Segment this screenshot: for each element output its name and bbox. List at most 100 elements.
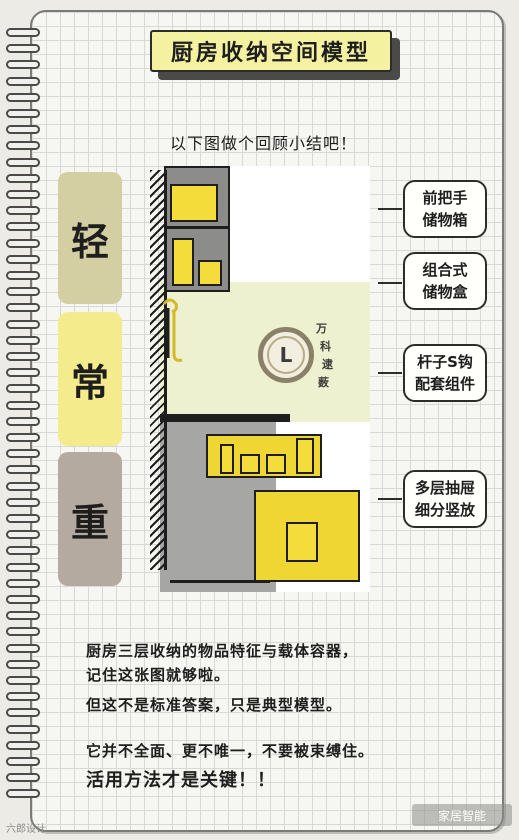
callout-pointer-3 xyxy=(378,372,402,374)
spiral-ring xyxy=(6,92,40,102)
callout-drawer: 多层抽屉 细分竖放 xyxy=(403,470,487,528)
spiral-ring xyxy=(6,562,40,572)
title-banner: 厨房收纳空间模型 xyxy=(150,30,402,82)
spiral-ring xyxy=(6,271,40,280)
spiral-ring xyxy=(6,724,40,734)
zone-common: 常 xyxy=(58,312,122,446)
logo-char-4: 薮 xyxy=(318,376,329,389)
watermark-left: 六郎设计 xyxy=(6,824,46,835)
spiral-ring xyxy=(6,676,40,685)
drawer-pot xyxy=(286,522,318,562)
spiral-ring xyxy=(6,773,40,783)
spiral-ring xyxy=(6,157,40,167)
wall-hatch xyxy=(150,170,167,570)
logo-char-3: 逮 xyxy=(322,358,333,371)
spiral-ring xyxy=(6,708,40,718)
spiral-ring xyxy=(6,449,40,459)
logo-char-2: 科 xyxy=(320,340,331,353)
spiral-ring xyxy=(6,109,40,118)
spiral-ring xyxy=(6,319,40,329)
wall-cabinet-shelf xyxy=(164,226,230,229)
callout-1-line2: 储物箱 xyxy=(422,211,468,229)
spiral-ring xyxy=(6,222,40,232)
spiral-ring xyxy=(6,416,40,426)
spiral-binding xyxy=(6,28,42,818)
cabinet-leg xyxy=(170,580,270,583)
callout-pointer-2 xyxy=(378,282,402,284)
drawer-jar-1 xyxy=(220,444,234,474)
spiral-ring xyxy=(6,190,40,199)
callout-2-line1: 组合式 xyxy=(422,261,468,279)
spiral-ring xyxy=(6,28,40,37)
brand-logo-letter: L xyxy=(267,336,305,374)
storage-container-b xyxy=(198,260,222,286)
upper-wall-area xyxy=(230,166,370,292)
spiral-ring xyxy=(6,546,40,556)
watermark-right: 家居智能 xyxy=(412,804,512,826)
brand-logo: L xyxy=(258,327,314,383)
spiral-ring xyxy=(6,611,40,621)
zone-light: 轻 xyxy=(58,172,122,304)
spiral-ring xyxy=(6,206,40,216)
spiral-ring xyxy=(6,400,40,410)
callout-4-line1: 多层抽屉 xyxy=(414,479,475,497)
note-line-5: 活用方法才是关键！！ xyxy=(86,770,276,791)
spiral-ring xyxy=(6,287,40,297)
callout-4-line2: 细分竖放 xyxy=(414,501,475,519)
spiral-ring xyxy=(6,384,40,394)
page-title: 厨房收纳空间模型 xyxy=(150,30,392,72)
handle-storage-box xyxy=(170,184,218,222)
callout-pointer-4 xyxy=(378,498,402,500)
spiral-ring xyxy=(6,627,40,637)
spiral-ring xyxy=(6,76,40,86)
callout-pointer-1 xyxy=(378,208,402,210)
kitchen-illustration: L 万 科 逮 薮 xyxy=(140,162,370,592)
zone-light-label: 轻 xyxy=(70,219,109,264)
spiral-ring xyxy=(6,514,40,523)
spiral-ring xyxy=(6,740,40,750)
spiral-ring xyxy=(6,238,40,248)
note-line-1: 厨房三层收纳的物品特征与载体容器， xyxy=(86,642,359,660)
spiral-ring xyxy=(6,481,40,491)
spiral-ring xyxy=(6,125,40,135)
zone-common-label: 常 xyxy=(70,360,109,405)
spiral-ring xyxy=(6,595,40,604)
countertop xyxy=(160,414,290,422)
note-line-3: 但这不是标准答案，只是典型模型。 xyxy=(86,696,343,714)
note-line-4: 它并不全面、更不唯一，不要被束缚住。 xyxy=(86,742,375,760)
spiral-ring xyxy=(6,433,40,442)
callout-2-line2: 储物盒 xyxy=(422,283,468,301)
subtitle: 以下图做个回顾小结吧！ xyxy=(170,134,358,153)
spiral-ring xyxy=(6,692,40,702)
spiral-ring xyxy=(6,789,40,799)
spiral-ring xyxy=(6,60,40,70)
drawer-jar-2 xyxy=(240,454,260,474)
spiral-ring xyxy=(6,465,40,475)
callout-3-line2: 配套组件 xyxy=(414,375,475,393)
spiral-ring xyxy=(6,659,40,669)
callout-combo-box: 组合式 储物盒 xyxy=(403,252,487,310)
drawer-jar-3 xyxy=(266,454,286,474)
storage-container-a xyxy=(172,238,194,286)
spiral-ring xyxy=(6,643,40,653)
spiral-ring xyxy=(6,44,40,54)
spiral-ring xyxy=(6,578,40,588)
drawer-bottle xyxy=(296,438,314,474)
callout-3-line1: 杆子S钩 xyxy=(417,353,473,371)
zone-heavy: 重 xyxy=(58,452,122,586)
spiral-ring xyxy=(6,352,40,361)
callout-rail-hook: 杆子S钩 配套组件 xyxy=(403,344,487,402)
logo-char-1: 万 xyxy=(316,322,327,335)
callout-1-line1: 前把手 xyxy=(422,189,468,207)
spiral-ring xyxy=(6,254,40,264)
spiral-ring xyxy=(6,530,40,540)
spiral-ring xyxy=(6,303,40,313)
note-line-2: 记住这张图就够啦。 xyxy=(86,666,231,684)
spiral-ring xyxy=(6,141,40,151)
spiral-ring xyxy=(6,497,40,507)
spiral-ring xyxy=(6,335,40,345)
spiral-ring xyxy=(6,757,40,766)
spiral-ring xyxy=(6,368,40,378)
s-hook-rail-icon xyxy=(162,298,183,362)
spiral-ring xyxy=(6,173,40,183)
